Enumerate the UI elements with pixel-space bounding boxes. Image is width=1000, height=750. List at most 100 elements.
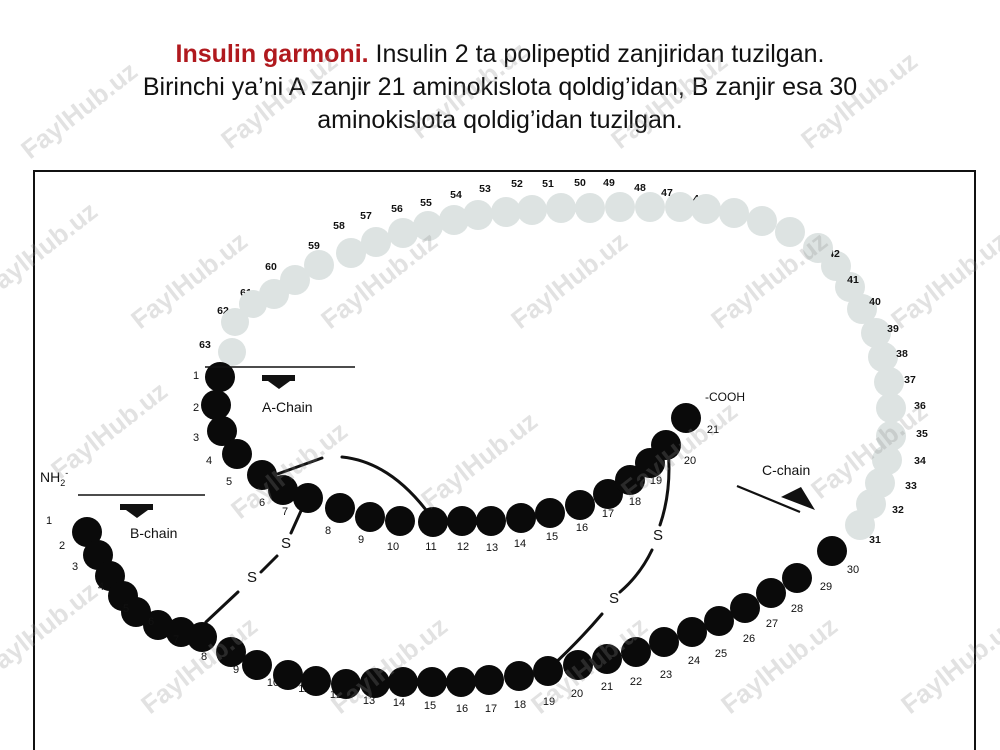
- a-chain-residue: [476, 506, 506, 536]
- c-chain-number: 48: [634, 182, 646, 194]
- c-chain-number: 41: [847, 274, 859, 286]
- disulfide-bond-a7-b7: [204, 590, 240, 624]
- c-chain-residue: [872, 445, 902, 475]
- c-chain-residue: [868, 342, 898, 372]
- c-chain-number: 49: [603, 177, 615, 189]
- b-chain-residue: [388, 667, 418, 697]
- c-chain-residue: [361, 227, 391, 257]
- c-chain-number: 34: [914, 455, 926, 467]
- c-chain-number: 38: [896, 348, 908, 360]
- a-chain-arrow-icon: [262, 375, 295, 389]
- b-chain: 1234567891011121314151617181920212223242…: [46, 515, 859, 715]
- watermark-text: FaylHub.uz: [705, 226, 833, 335]
- sulfur-label: S: [609, 590, 619, 607]
- c-chain-residue: [874, 367, 904, 397]
- b-chain-residue: [216, 637, 246, 667]
- c-chain-number: 58: [333, 220, 345, 232]
- a-chain-number: 9: [358, 534, 364, 546]
- c-chain-arrow-icon: [781, 487, 815, 510]
- b-chain-residue: [474, 665, 504, 695]
- b-chain-number: 14: [393, 697, 405, 709]
- b-chain-number: 29: [820, 581, 832, 593]
- watermark-text: FaylHub.uz: [795, 46, 923, 155]
- watermark-text: FaylHub.uz: [605, 46, 733, 155]
- b-chain-number: 1: [46, 515, 52, 527]
- a-chain-number: 8: [325, 525, 331, 537]
- b-chain-number: 5: [123, 603, 129, 615]
- c-chain-residue: [413, 211, 443, 241]
- c-chain-residue: [847, 294, 877, 324]
- b-chain-arrow-icon: [120, 504, 153, 518]
- c-chain-pointer-line: [736, 484, 801, 514]
- b-chain-number: 17: [485, 703, 497, 715]
- b-chain-residue: [533, 656, 563, 686]
- b-chain-residue: [782, 563, 812, 593]
- c-chain-residue: [635, 192, 665, 222]
- a-chain-residue: [385, 506, 415, 536]
- c-chain-number: 54: [450, 189, 462, 201]
- b-chain-number: 25: [715, 648, 727, 660]
- a-chain-number: 17: [602, 508, 614, 520]
- b-chain-residue: [72, 517, 102, 547]
- c-chain-number: 51: [542, 178, 554, 190]
- b-chain-number: 7: [173, 634, 179, 646]
- c-chain-residue: [665, 192, 695, 222]
- b-chain-residue: [592, 644, 622, 674]
- disulfide-bond-a20-b19: [618, 548, 654, 594]
- a-chain-residue: [565, 490, 595, 520]
- c-chain-residue: [463, 200, 493, 230]
- a-chain-residue: [615, 465, 645, 495]
- a-chain-number: 18: [629, 496, 641, 508]
- a-chain-residue: [325, 493, 355, 523]
- c-chain-number: 37: [904, 374, 916, 386]
- a-chain-residue: [418, 507, 448, 537]
- c-chain-residue: [517, 195, 547, 225]
- b-chain-residue: [563, 650, 593, 680]
- b-chain-residue: [730, 593, 760, 623]
- a-chain-number: 1: [193, 370, 199, 382]
- c-chain-number: 31: [869, 534, 881, 546]
- a-chain-label: A-Chain: [262, 399, 313, 415]
- b-chain-number: 28: [791, 603, 803, 615]
- a-chain-residue: [535, 498, 565, 528]
- a-chain-residue: [671, 403, 701, 433]
- disulfide-bond-a7-b7: [259, 554, 279, 574]
- b-chain-residue: [649, 627, 679, 657]
- c-chain-residue: [605, 192, 635, 222]
- c-chain-residue: [388, 218, 418, 248]
- b-chain-residue: [121, 597, 151, 627]
- c-chain-residue: [775, 217, 805, 247]
- c-chain-number: 39: [887, 323, 899, 335]
- b-chain-residue: [301, 666, 331, 696]
- a-chain-number: 5: [226, 476, 232, 488]
- a-chain-number: 15: [546, 531, 558, 543]
- a-chain-residue: [207, 416, 237, 446]
- b-chain-number: 23: [660, 669, 672, 681]
- watermark-text: FaylHub.uz: [0, 196, 103, 305]
- a-chain-number: 19: [650, 475, 662, 487]
- c-chain-number: 57: [360, 210, 372, 222]
- b-chain-number: 24: [688, 655, 700, 667]
- watermark-text: FaylHub.uz: [895, 611, 1000, 720]
- slide-title: Insulin garmoni. Insulin 2 ta polipeptid…: [20, 38, 980, 137]
- b-chain-residue: [331, 669, 361, 699]
- b-chain-number: 8: [201, 651, 207, 663]
- b-chain-residue: [504, 661, 534, 691]
- a-chain-residue: [506, 503, 536, 533]
- b-chain-residue: [242, 650, 272, 680]
- b-chain-number: 3: [72, 561, 78, 573]
- c-chain-residue: [491, 197, 521, 227]
- title-line-1: Insulin garmoni. Insulin 2 ta polipeptid…: [20, 38, 980, 71]
- c-chain-number: 60: [265, 261, 277, 273]
- c-chain-number: 35: [916, 428, 928, 440]
- b-chain-number: 20: [571, 688, 583, 700]
- a-chain-number: 11: [425, 541, 436, 553]
- b-chain-residue: [143, 610, 173, 640]
- c-chain-number: 56: [391, 203, 403, 215]
- title-lead: Insulin garmoni.: [175, 40, 369, 68]
- a-chain-residue: [222, 439, 252, 469]
- b-chain-number: 21: [601, 681, 613, 693]
- watermark-text: FaylHub.uz: [715, 611, 843, 720]
- b-chain-number: 22: [630, 676, 642, 688]
